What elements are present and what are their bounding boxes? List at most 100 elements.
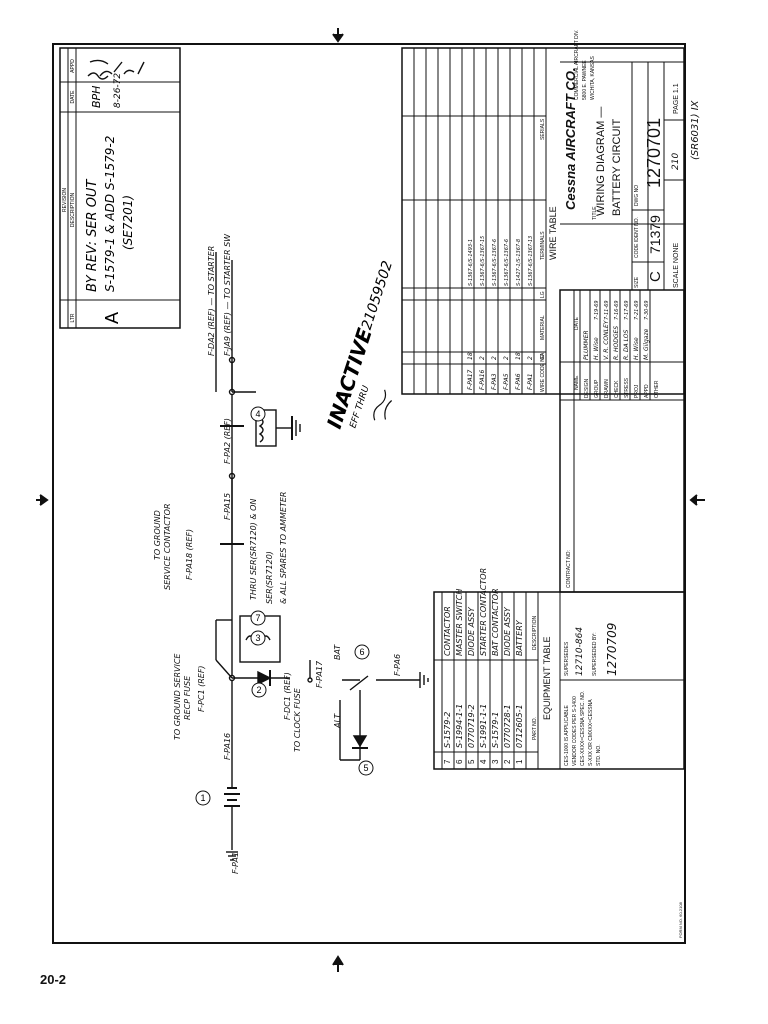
balloon-2-label: 2: [256, 685, 261, 695]
equipment-table: [433, 591, 685, 770]
supersedes-value: 12710-864: [575, 627, 585, 676]
title-row-role: PROJ: [634, 384, 640, 398]
schematic: [215, 252, 429, 861]
label-f-pa6: F-PA6: [393, 654, 402, 676]
wire-labels: TO GROUND SERVICE RECP FUSE F-PC1 (REF) …: [153, 233, 402, 874]
inactive-initials: [373, 389, 393, 421]
equipment-col-description: DESCRIPTION: [532, 615, 538, 650]
label-to-ground-contactor-2: SERVICE CONTACTOR: [163, 503, 172, 590]
wire-col-serials: SERIALS: [540, 118, 546, 140]
division-1: COMMERCIAL AIRCRAFT DIV.: [574, 30, 580, 100]
division-3: WICHITA, KANSAS: [590, 56, 596, 100]
wire-row-ga: 18: [467, 352, 474, 360]
applicable-4: S-XXX OR CMXXX=CESSNA: [588, 699, 594, 766]
equipment-row-desc: DIODE ASSY: [467, 606, 476, 656]
revision-description-line3: (SE7201): [121, 195, 135, 250]
balloon-7-label: 7: [255, 613, 260, 623]
dwg-no-value: 1270701: [644, 118, 664, 188]
superseded-by-value: 1270709: [605, 623, 619, 676]
right-arrow: [689, 494, 705, 506]
code-ident-value: 71379: [647, 215, 663, 254]
equipment-row-item: 5: [467, 759, 476, 764]
ref-code: (SR6031) IX: [690, 99, 701, 160]
revision-header: REVISION: [62, 188, 68, 212]
equipment-table-title: EQUIPMENT TABLE: [542, 636, 552, 720]
applicable-3: CES-XXXX=CESSNA SPEC. NO.: [580, 691, 586, 766]
equipment-row-item: 7: [443, 759, 452, 764]
wire-col-code: WIRE CODE NO: [540, 354, 546, 392]
wire-col-material: MATERIAL: [540, 315, 546, 340]
equipment-notes: CES-1000 IS APPLICABLE VENDOR CODES PER …: [564, 623, 619, 766]
wire-row-ga: 2: [503, 356, 510, 360]
wire-row-code: F-PA5: [503, 373, 510, 390]
wire-row-ga: 2: [491, 356, 498, 360]
equipment-row-desc: STARTER CONTACTOR: [479, 568, 488, 656]
equipment-row-part: S-1991-1-1: [479, 704, 488, 748]
title-col-date: DATE: [574, 316, 580, 330]
title-label: TITLE: [592, 206, 598, 220]
equipment-row-part: S-1579-1: [491, 712, 500, 748]
title-row-name: PLUMMER: [583, 330, 590, 360]
title-row-role: DESIGN: [584, 378, 590, 398]
label-f-pa15: F-PA15: [223, 493, 232, 520]
label-f-pa18: F-PA18 (REF): [185, 529, 194, 580]
title-row-date: 7-16-69: [614, 300, 620, 320]
left-arrow: [36, 494, 49, 506]
page-number: 20-2: [40, 972, 67, 987]
revision-description-line1: BY REV: SER OUT: [85, 179, 100, 292]
title-row-name: R. HODGES: [613, 326, 620, 360]
equipment-row-item: 2: [503, 759, 512, 764]
balloon-1-label: 1: [200, 793, 205, 803]
revision-description-line2: S-1579-1 & ADD S-1579-2: [103, 136, 117, 292]
title-row-name: H. Wise: [633, 337, 640, 360]
wire-row-ga: 2: [527, 356, 534, 360]
scale: SCALE NONE: [673, 243, 680, 288]
title-row-role: GROUP: [594, 379, 600, 398]
wire-row-code: F-PA17: [467, 369, 474, 390]
title-row-date: 7-17-69: [624, 300, 630, 320]
revision-col-ltr: LTR: [70, 313, 76, 322]
wire-row-terminals: S-1367-6/S-1367-6: [492, 239, 498, 286]
title-row-date: 7-30-69: [644, 300, 650, 320]
wire-row-ga: 2: [479, 356, 486, 360]
title-block-text: CONTRACT NO: NAME DATE Cessna AIRCRAFT C…: [563, 30, 701, 938]
inactive-stamp: INACTIVE EFF THRU 21059502: [322, 259, 396, 432]
equipment-row-desc: CONTACTOR: [443, 606, 452, 656]
component-balloons: 1 2 3 4 5 6 7: [195, 406, 374, 806]
wire-table: [401, 47, 685, 395]
label-bat: BAT: [333, 644, 342, 660]
label-recp-fuse: RECP FUSE: [183, 675, 192, 720]
wire-rows: F-PA12S-1367-6/S-1367-13F-PA618S-1427-1/…: [467, 236, 534, 390]
title-row-date: 7-19-69: [594, 300, 600, 320]
dwg-no-label: DWG NO: [634, 185, 640, 206]
inactive-number: 21059502: [359, 259, 396, 332]
title-row-date: 7-11-69: [604, 300, 610, 320]
balloon-2: 2: [251, 682, 267, 698]
applicable-2: VENDOR CODES PER S-1400: [572, 696, 578, 766]
equipment-row-desc: BAT CONTACTOR: [491, 588, 500, 656]
label-to-clock-fuse: TO CLOCK FUSE: [293, 687, 302, 752]
title-row-role: CHECK: [614, 380, 620, 398]
revision-col-description: DESCRIPTION: [70, 193, 76, 228]
code-ident-label: CODE IDENT NO.: [634, 217, 640, 258]
wire-row-code: F-PA6: [515, 373, 522, 390]
balloon-6: 6: [354, 644, 370, 660]
balloon-5-label: 5: [363, 763, 368, 773]
wire-row-terminals: S-1367-6/S-1493-1: [468, 239, 474, 286]
equipment-col-part-no: PART NO.: [532, 717, 538, 740]
balloon-5: 5: [358, 760, 374, 776]
label-all-spares: & ALL SPARES TO AMMETER: [279, 492, 288, 604]
label-to-starter-sw: F-JA9 (REF) — TO STARTER SW: [223, 233, 232, 356]
equipment-row-desc: DIODE ASSY: [503, 606, 512, 656]
balloon-3: 3: [250, 630, 266, 646]
page-label: PAGE 1.1: [673, 83, 680, 114]
revision-date: 8-26-72: [113, 73, 123, 108]
equipment-table-text: EQUIPMENT TABLE PART NO. DESCRIPTION: [532, 615, 552, 740]
label-thru-ser: THRU SER(SR7120) & ON: [249, 499, 258, 600]
balloon-3-label: 3: [255, 633, 260, 643]
label-f-dc1: F-DC1 (REF): [283, 672, 292, 720]
revision-approval-signature: [87, 59, 145, 80]
drawing-title-1: WIRING DIAGRAM —: [595, 107, 607, 216]
equipment-row-part: S-1579-2: [443, 712, 452, 748]
